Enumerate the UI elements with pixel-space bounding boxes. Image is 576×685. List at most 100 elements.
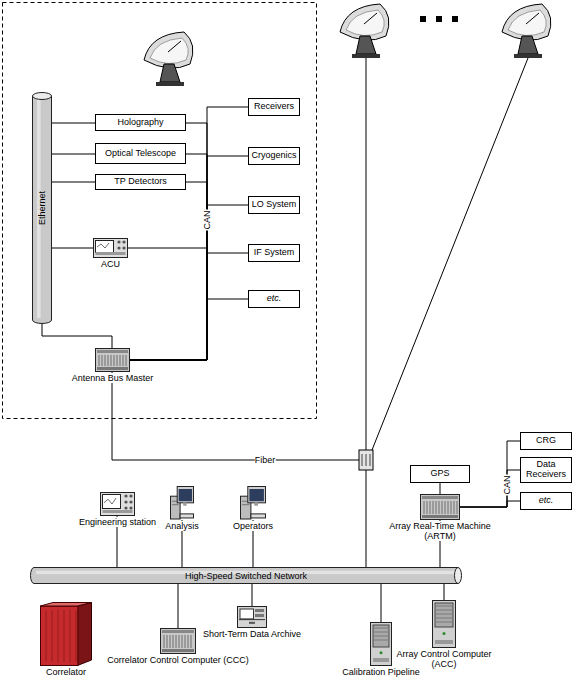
antenna-dish <box>502 4 551 58</box>
bus-name: CAN <box>203 209 212 230</box>
device-box: Holography <box>95 114 186 131</box>
icon-label: Correlator Control Computer (CCC) <box>107 655 249 665</box>
icon-caption: Engineering station <box>68 517 168 527</box>
device-box: IF System <box>248 244 300 262</box>
antenna-wire <box>372 58 528 450</box>
icon-caption: Array Real-Time Machine (ARTM) <box>385 521 495 542</box>
connector-line <box>52 182 95 183</box>
connector-line <box>130 253 248 360</box>
device-box: Data Receivers <box>520 457 572 483</box>
rack-icon: Correlator Control Computer (CCC) <box>160 628 196 654</box>
icon-label: Operators <box>233 521 273 531</box>
box-label: Optical Telescope <box>105 149 176 159</box>
device-box: etc. <box>248 290 300 308</box>
rack-icon-art <box>95 348 130 372</box>
connector-line <box>52 154 95 155</box>
workstation-icon-art <box>240 486 266 520</box>
bus-name: CAN <box>503 474 512 495</box>
box-label: CRG <box>536 436 556 446</box>
rack-icon: Array Real-Time Machine (ARTM) <box>420 494 460 520</box>
connector-line <box>42 324 112 348</box>
connector-line <box>460 501 520 507</box>
archive-icon: Short-Term Data Archive <box>237 606 267 628</box>
network-switch <box>359 450 373 470</box>
computer-icon-art <box>93 238 128 258</box>
connector-line <box>444 584 445 600</box>
server-icon: Array Control Computer (ACC) <box>432 600 456 648</box>
ellipsis-marks <box>420 16 458 22</box>
device-box: LO System <box>248 196 300 214</box>
box-label: LO System <box>252 200 297 210</box>
workstation-icon-art <box>170 486 194 520</box>
box-label: Receivers <box>254 102 294 112</box>
antenna-dish <box>340 4 389 58</box>
workstation-icon: Analysis <box>170 486 194 520</box>
bus-label: Ethernet <box>37 191 47 225</box>
box-label: TP Detectors <box>114 177 166 187</box>
bus-label: High-Speed Switched Network <box>185 571 307 581</box>
connector-line <box>440 483 441 494</box>
connector-line <box>178 584 179 628</box>
archive-icon-art <box>237 606 267 628</box>
box-label: etc. <box>267 294 282 304</box>
device-box: Receivers <box>248 98 300 116</box>
connector-line <box>381 584 382 622</box>
icon-caption: Array Control Computer (ACC) <box>394 649 494 670</box>
device-box: TP Detectors <box>95 174 186 190</box>
box-label: Holography <box>117 118 163 128</box>
icon-caption: Operators <box>223 521 283 531</box>
connector-line <box>130 182 207 360</box>
device-box: GPS <box>410 465 470 483</box>
ethernet-bus: Ethernet <box>32 92 52 324</box>
antenna-dish <box>144 32 193 86</box>
connector-line <box>52 123 95 124</box>
workstation-icon: Operators <box>240 486 266 520</box>
antenna-wire <box>366 58 367 450</box>
icon-label: Engineering station <box>79 517 156 527</box>
workstation-icon-art <box>100 492 135 516</box>
box-label: IF System <box>254 248 295 258</box>
icon-label: ACU <box>101 259 120 269</box>
icon-caption: Correlator Control Computer (CCC) <box>93 655 263 665</box>
icon-caption: Analysis <box>152 521 212 531</box>
rack-icon-art <box>420 494 460 520</box>
icon-caption: Short-Term Data Archive <box>197 629 307 639</box>
device-box: etc. <box>520 492 572 510</box>
workstation-icon: Engineering station <box>100 492 135 516</box>
box-label: Cryogenics <box>251 151 296 161</box>
network-bus: High-Speed Switched Network <box>30 567 462 584</box>
connector-line <box>52 248 93 249</box>
icon-caption: Correlator <box>36 667 96 677</box>
server-icon: Calibration Pipeline <box>370 622 392 666</box>
icon-label: Correlator <box>46 667 86 677</box>
correlator-icon-art <box>40 602 92 666</box>
connector-label: Fiber <box>255 455 276 466</box>
rack-icon-art <box>160 628 196 654</box>
icon-label: Array Control Computer (ACC) <box>396 649 491 669</box>
box-label: GPS <box>430 469 449 479</box>
icon-label: Short-Term Data Archive <box>203 629 301 639</box>
connector-line <box>252 584 253 606</box>
icon-label: Analysis <box>165 521 199 531</box>
box-label: etc. <box>539 496 554 506</box>
computer-icon: ACU <box>93 238 128 258</box>
icon-caption: Calibration Pipeline <box>336 667 426 677</box>
icon-label: Antenna Bus Master <box>72 373 154 383</box>
antenna-boundary <box>3 3 317 419</box>
box-label: Data Receivers <box>522 460 570 480</box>
icon-label: Array Real-Time Machine (ARTM) <box>389 521 491 541</box>
device-box: CRG <box>520 432 572 450</box>
connector-line <box>128 248 207 360</box>
icon-caption: Antenna Bus Master <box>63 373 163 383</box>
icon-label: Calibration Pipeline <box>342 667 420 677</box>
device-box: Cryogenics <box>248 147 300 165</box>
rack-icon: Antenna Bus Master <box>95 348 130 372</box>
server-icon-art <box>432 600 456 648</box>
server-icon-art <box>370 622 392 666</box>
correlator-icon: Correlator <box>40 602 92 666</box>
connector-line <box>112 372 366 567</box>
connector-line <box>130 299 248 360</box>
device-box: Optical Telescope <box>95 143 186 164</box>
icon-caption: ACU <box>91 259 131 269</box>
